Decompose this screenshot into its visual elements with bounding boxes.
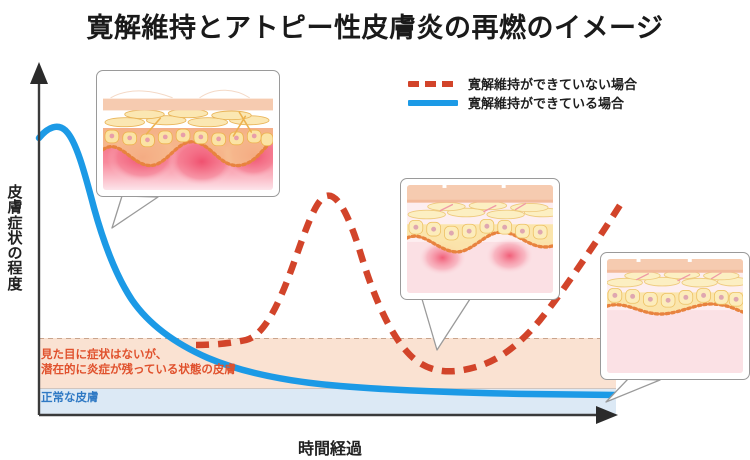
callout-severe-skin: [96, 70, 280, 197]
y-axis-arrowhead: [30, 62, 48, 84]
legend-label-no-remission: 寛解維持ができていない場合: [468, 77, 638, 92]
legend-item-no-remission: 寛解維持ができていない場合: [408, 74, 658, 93]
callout-mild-skin: [600, 252, 750, 380]
x-axis-arrowhead: [596, 406, 618, 424]
y-axis-label-char: 度: [7, 275, 23, 293]
y-axis-label: 皮 膚 症 状 の 程 度: [2, 185, 28, 292]
y-axis-label-char: 症: [7, 214, 23, 232]
curve-no-remission: [195, 192, 627, 375]
x-axis-label: 時間経過: [297, 441, 362, 458]
legend-label-remission: 寛解維持ができている場合: [468, 96, 625, 111]
y-axis-label-char: の: [7, 245, 23, 263]
y-axis-label-char: 程: [7, 260, 23, 278]
curve-remission-maintained: [35, 123, 620, 399]
page-title: 寛解維持とアトピー性皮膚炎の再燃のイメージ: [86, 13, 664, 43]
band-label-subclinical: 見た目に症状はないが、 潜在的に炎症が残っている状態の皮膚: [41, 349, 236, 377]
dashed-line-swatch-icon: [408, 80, 458, 87]
y-axis-label-char: 膚: [7, 199, 23, 217]
severe-skin-illustration-icon: [103, 77, 273, 190]
solid-line-swatch-icon: [408, 99, 458, 106]
callout-moderate-skin: [400, 178, 560, 300]
mild-skin-illustration-icon: [607, 259, 743, 373]
band-subclinical: [39, 338, 616, 388]
moderate-skin-illustration-icon: [407, 185, 553, 293]
y-axis-label-char: 皮: [7, 184, 23, 201]
band-label-normal: 正常な皮膚: [41, 392, 99, 404]
y-axis-label-char: 状: [7, 229, 23, 247]
legend: 寛解維持ができていない場合 寛解維持ができている場合: [408, 74, 658, 112]
callout-tail-severe: [111, 195, 159, 229]
legend-item-remission: 寛解維持ができている場合: [408, 93, 658, 112]
